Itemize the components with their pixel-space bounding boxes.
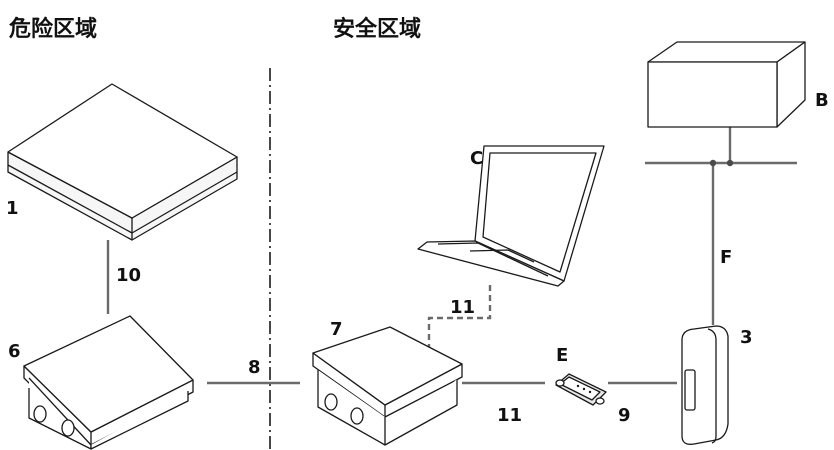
label-cable-f: F — [720, 247, 732, 268]
label-connector: E — [556, 345, 568, 366]
label-scale-platform: 1 — [6, 198, 19, 219]
label-cable-10: 10 — [116, 265, 141, 286]
label-cable-11-laptop: 11 — [450, 297, 475, 318]
serial-connector — [555, 373, 607, 406]
cable-laptop-terminal — [427, 281, 492, 350]
label-terminal: 7 — [330, 319, 343, 340]
power-unit — [681, 325, 729, 445]
label-laptop: C — [470, 148, 483, 169]
label-cable-11-connector: 11 — [497, 405, 522, 426]
scale-platform — [7, 83, 238, 241]
laptop — [417, 145, 605, 287]
cable-gland — [61, 419, 75, 437]
cable-gland — [350, 407, 364, 425]
bus-node — [709, 159, 717, 167]
bus-node — [726, 159, 734, 167]
cable-gland — [33, 405, 47, 423]
label-external-device: B — [815, 90, 829, 111]
hazardous-zone-title: 危险区域 — [9, 16, 97, 42]
cable-gland — [324, 393, 338, 411]
external-device — [647, 41, 806, 128]
label-power-unit: 3 — [740, 327, 753, 348]
terminal-box — [312, 326, 463, 446]
label-junction-box: 6 — [8, 341, 21, 362]
label-cable-9: 9 — [618, 405, 631, 426]
junction-box — [23, 315, 194, 450]
safe-zone-title: 安全区域 — [333, 16, 421, 42]
status-window — [684, 369, 696, 411]
label-cable-8: 8 — [248, 357, 261, 378]
